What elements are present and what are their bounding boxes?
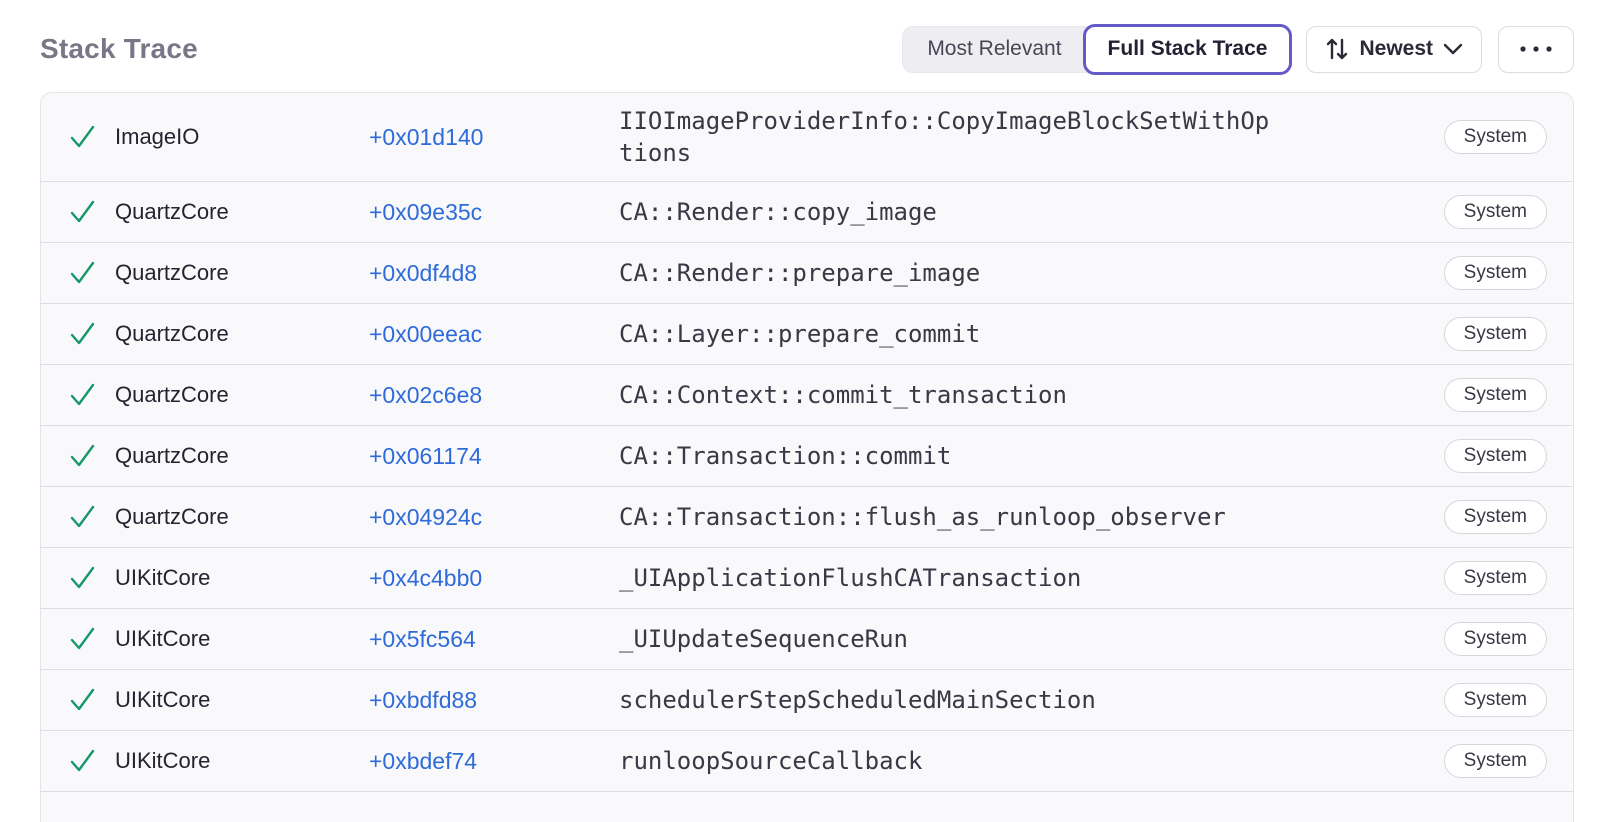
frame-function: CA::Render::prepare_image	[619, 259, 981, 287]
origin-badge-label: System	[1443, 378, 1547, 412]
more-options-button[interactable]	[1498, 25, 1574, 73]
frame-function: _UIUpdateSequenceRun	[619, 625, 908, 653]
stack-frames-table: ImageIO +0x01d140 IIOImageProviderInfo::…	[40, 92, 1574, 822]
frame-module: UIKitCore	[115, 565, 211, 590]
check-icon	[67, 380, 97, 410]
origin-badge-label: System	[1443, 561, 1547, 595]
frame-origin-badge: System	[1443, 256, 1547, 290]
frame-address-link[interactable]: +0x09e35c	[369, 198, 483, 225]
check-icon	[67, 685, 97, 715]
sort-arrows-icon	[1325, 36, 1349, 62]
frame-address-link[interactable]: +0x00eeac	[369, 320, 483, 347]
origin-badge-label: System	[1443, 744, 1547, 778]
frame-origin-badge: System	[1443, 500, 1547, 534]
table-row[interactable]: QuartzCore +0x02c6e8 CA::Context::commit…	[41, 365, 1573, 426]
frame-module: UIKitCore	[115, 687, 211, 712]
table-row[interactable]: QuartzCore +0x04924c CA::Transaction::fl…	[41, 487, 1573, 548]
check-icon	[67, 319, 97, 349]
frame-origin-badge: System	[1443, 317, 1547, 351]
frame-origin-badge: System	[1443, 195, 1547, 229]
frame-origin-badge: System	[1443, 561, 1547, 595]
frame-function: schedulerStepScheduledMainSection	[619, 686, 1096, 714]
frame-function: _UIApplicationFlushCATransaction	[619, 564, 1082, 592]
origin-badge-label: System	[1443, 317, 1547, 351]
check-icon	[67, 502, 97, 532]
frame-function: CA::Transaction::flush_as_runloop_observ…	[619, 503, 1226, 531]
frame-function: CA::Render::copy_image	[619, 198, 937, 226]
frame-address-link[interactable]: +0x0df4d8	[369, 259, 478, 286]
origin-badge-label: System	[1443, 195, 1547, 229]
sort-dropdown-label: Newest	[1359, 37, 1433, 60]
check-icon	[67, 441, 97, 471]
frame-address-link[interactable]: +0x01d140	[369, 123, 484, 150]
frame-address-link[interactable]: +0x061174	[369, 442, 482, 469]
table-row[interactable]: UIKitCore +0x4c4bb0 _UIApplicationFlushC…	[41, 548, 1573, 609]
ellipsis-icon	[1519, 45, 1553, 53]
frame-address-link[interactable]: +0xbdef74	[369, 747, 478, 774]
frame-module: ImageIO	[115, 124, 200, 149]
page-title: Stack Trace	[40, 33, 198, 64]
table-row[interactable]: UIKitCore +0xbdef74 runloopSourceCallbac…	[41, 731, 1573, 792]
frame-function: CA::Layer::prepare_commit	[619, 320, 981, 348]
frame-module: QuartzCore	[115, 443, 229, 468]
check-icon	[67, 563, 97, 593]
frame-origin-badge: System	[1443, 683, 1547, 717]
frame-function: runloopSourceCallback	[619, 747, 923, 775]
check-icon	[67, 197, 97, 227]
frame-module: QuartzCore	[115, 504, 229, 529]
frame-origin-badge: System	[1443, 439, 1547, 473]
origin-badge-label: System	[1443, 500, 1547, 534]
table-row[interactable]: QuartzCore +0x061174 CA::Transaction::co…	[41, 426, 1573, 487]
origin-badge-label: System	[1443, 120, 1547, 154]
frame-function: CA::Transaction::commit	[619, 442, 952, 470]
sort-dropdown[interactable]: Newest	[1306, 25, 1482, 73]
frame-module: QuartzCore	[115, 199, 229, 224]
frame-address-link[interactable]: +0xbdfd88	[369, 686, 478, 713]
frame-module: QuartzCore	[115, 321, 229, 346]
frame-module: QuartzCore	[115, 260, 229, 285]
header-controls: Most Relevant Full Stack Trace Newest	[902, 23, 1574, 75]
origin-badge-label: System	[1443, 683, 1547, 717]
table-row[interactable]: QuartzCore +0x09e35c CA::Render::copy_im…	[41, 182, 1573, 243]
most-relevant-button[interactable]: Most Relevant	[927, 37, 1062, 60]
frame-function: CA::Context::commit_transaction	[619, 381, 1067, 409]
table-row[interactable]: UIKitCore +0x5fc564 _UIUpdateSequenceRun…	[41, 609, 1573, 670]
check-icon	[67, 746, 97, 776]
full-stack-trace-button[interactable]: Full Stack Trace	[1082, 23, 1293, 75]
frame-origin-badge: System	[1443, 744, 1547, 778]
table-row[interactable]: QuartzCore +0x0df4d8 CA::Render::prepare…	[41, 243, 1573, 304]
frame-origin-badge: System	[1443, 378, 1547, 412]
frame-origin-badge: System	[1443, 120, 1547, 154]
origin-badge-label: System	[1443, 256, 1547, 290]
check-icon	[67, 258, 97, 288]
origin-badge-label: System	[1443, 622, 1547, 656]
table-row-partial	[41, 792, 1573, 822]
panel-header: Stack Trace Most Relevant Full Stack Tra…	[40, 0, 1574, 75]
origin-badge-label: System	[1443, 439, 1547, 473]
frame-module: QuartzCore	[115, 382, 229, 407]
table-row[interactable]: UIKitCore +0xbdfd88 schedulerStepSchedul…	[41, 670, 1573, 731]
chevron-down-icon	[1443, 43, 1463, 55]
frame-module: UIKitCore	[115, 626, 211, 651]
frame-origin-badge: System	[1443, 622, 1547, 656]
table-row[interactable]: ImageIO +0x01d140 IIOImageProviderInfo::…	[41, 93, 1573, 182]
frame-module: UIKitCore	[115, 748, 211, 773]
frame-function: IIOImageProviderInfo::CopyImageBlockSetW…	[619, 107, 1270, 167]
frame-address-link[interactable]: +0x5fc564	[369, 625, 476, 652]
check-icon	[67, 122, 97, 152]
frame-address-link[interactable]: +0x04924c	[369, 503, 483, 530]
view-mode-segmented-control: Most Relevant Full Stack Trace	[902, 23, 1293, 75]
check-icon	[67, 624, 97, 654]
table-row[interactable]: QuartzCore +0x00eeac CA::Layer::prepare_…	[41, 304, 1573, 365]
frame-address-link[interactable]: +0x02c6e8	[369, 381, 483, 408]
frame-address-link[interactable]: +0x4c4bb0	[369, 564, 483, 591]
